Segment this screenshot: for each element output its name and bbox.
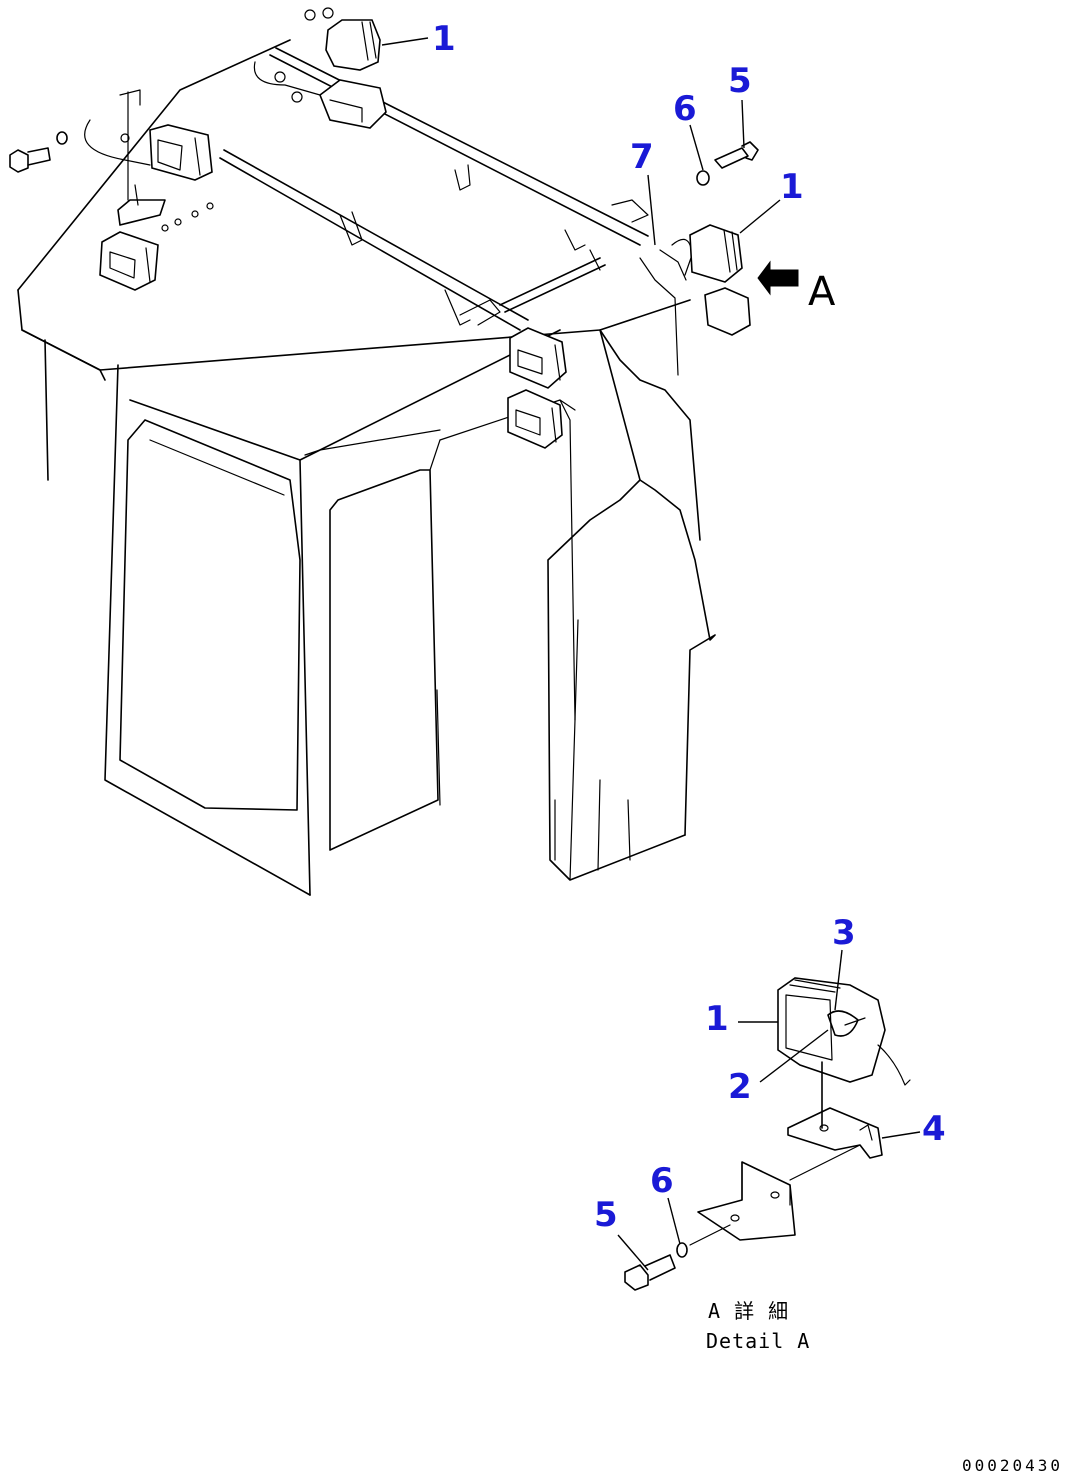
work-lamp-front-right-lower [507,389,563,449]
work-lamp-rear-top [325,19,381,71]
callout-4: 4 [922,1109,946,1149]
callout-7: 7 [630,137,654,177]
callout-5-top: 5 [728,61,752,101]
work-lamp-rear-right [689,224,751,336]
callout-6-top: 6 [673,89,697,129]
detail-caption-japanese: A 詳 細 [708,1299,789,1323]
detail-a-assembly [624,977,911,1291]
work-lamp-front-left-upper [149,124,213,181]
callout-2: 2 [728,1067,752,1107]
work-lamp-front-right-upper [509,327,567,389]
callout-leaders [381,37,921,1271]
work-lamp-front-left-lower [99,231,159,291]
lamp-rail-assembly [9,7,693,376]
cab-outline [17,39,716,896]
work-lamp-rear-lower [319,79,387,129]
view-label-a: A [808,269,836,315]
bolt-5-top [714,141,759,169]
callout-1-detail: 1 [705,999,729,1039]
callout-5-detail: 5 [594,1195,618,1235]
washer-6-top [696,170,710,186]
document-number: 00020430 [962,1456,1063,1475]
callout-3: 3 [832,913,856,953]
view-arrow-a [757,260,799,296]
callout-6-detail: 6 [650,1161,674,1201]
callout-1-top: 1 [432,19,456,59]
detail-caption-english: Detail A [706,1329,810,1353]
callout-1-right: 1 [780,167,804,207]
